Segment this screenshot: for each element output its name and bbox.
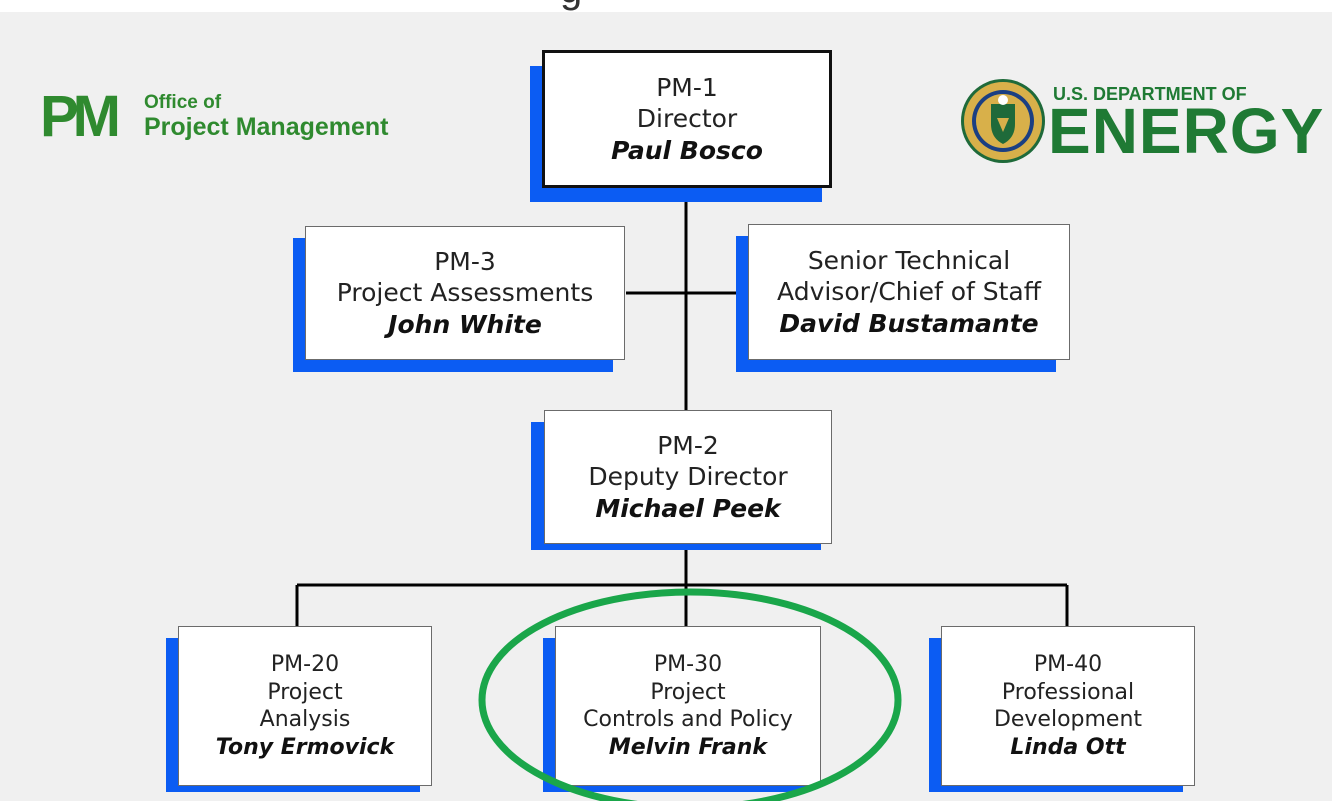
node-title-line2: Controls and Policy bbox=[583, 707, 793, 732]
node-box: Senior Technical Advisor/Chief of Staff … bbox=[748, 224, 1070, 360]
node-box: PM-1 Director Paul Bosco bbox=[542, 50, 832, 188]
node-box: PM-30 Project Controls and Policy Melvin… bbox=[555, 626, 821, 786]
node-code: PM-30 bbox=[653, 652, 723, 677]
node-code: PM-3 bbox=[434, 247, 496, 277]
node-pm3-project-assessments: PM-3 Project Assessments John White bbox=[293, 226, 628, 372]
doe-logo-line2: ENERGY bbox=[1048, 95, 1325, 167]
node-person: John White bbox=[388, 309, 542, 339]
node-title-line1: Professional bbox=[1001, 679, 1135, 705]
node-title-line1: Project bbox=[267, 679, 343, 705]
node-person: Melvin Frank bbox=[608, 734, 768, 760]
node-code: PM-2 bbox=[657, 431, 719, 461]
node-box: PM-2 Deputy Director Michael Peek bbox=[544, 410, 832, 544]
node-pm2-deputy-director: PM-2 Deputy Director Michael Peek bbox=[531, 410, 833, 550]
pm-logo-mark: PM bbox=[40, 84, 121, 149]
node-title-line2: Analysis bbox=[259, 707, 351, 732]
node-title-line1: Project bbox=[650, 679, 726, 705]
node-pm20-project-analysis: PM-20 Project Analysis Tony Ermovick bbox=[166, 626, 432, 792]
node-title: Deputy Director bbox=[588, 462, 788, 492]
node-title-line1: Senior Technical bbox=[807, 246, 1011, 276]
node-pm30-project-controls-policy: PM-30 Project Controls and Policy Melvin… bbox=[543, 626, 823, 792]
node-senior-technical-advisor: Senior Technical Advisor/Chief of Staff … bbox=[736, 224, 1072, 372]
node-code: PM-1 bbox=[656, 73, 718, 103]
node-code: PM-40 bbox=[1033, 652, 1103, 677]
node-person: Tony Ermovick bbox=[215, 734, 395, 760]
pm-office-logo: PM Office of Project Management bbox=[40, 88, 430, 148]
node-person: Paul Bosco bbox=[611, 135, 763, 165]
doe-seal-icon bbox=[961, 79, 1045, 163]
doe-logo: U.S. DEPARTMENT OF ENERGY bbox=[960, 78, 1323, 170]
node-title: Project Assessments bbox=[336, 278, 594, 308]
node-code: PM-20 bbox=[270, 652, 340, 677]
node-title-line2: Development bbox=[993, 707, 1143, 732]
node-person: Linda Ott bbox=[1010, 734, 1126, 760]
node-person: David Bustamante bbox=[779, 308, 1039, 338]
title-fragment: g bbox=[560, 0, 760, 12]
node-title: Director bbox=[636, 104, 738, 134]
node-pm40-professional-development: PM-40 Professional Development Linda Ott bbox=[929, 626, 1197, 792]
doe-logo-line1: U.S. DEPARTMENT OF bbox=[1053, 84, 1247, 104]
node-box: PM-40 Professional Development Linda Ott bbox=[941, 626, 1195, 786]
node-box: PM-3 Project Assessments John White bbox=[305, 226, 625, 360]
pm-logo-line1: Office of bbox=[144, 92, 222, 113]
top-strip bbox=[0, 0, 1332, 12]
node-box: PM-20 Project Analysis Tony Ermovick bbox=[178, 626, 432, 786]
pm-logo-line2: Project Management bbox=[144, 113, 389, 141]
node-pm1-director: PM-1 Director Paul Bosco bbox=[530, 50, 832, 202]
node-title-line2: Advisor/Chief of Staff bbox=[777, 277, 1041, 307]
node-person: Michael Peek bbox=[595, 493, 781, 523]
